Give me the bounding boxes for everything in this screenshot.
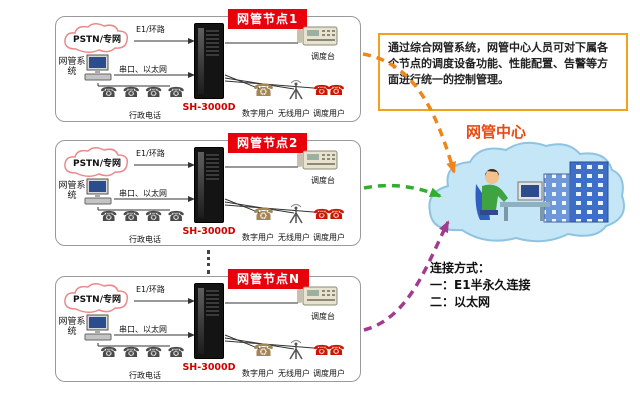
building-tall [569,161,609,223]
server-tower [194,283,224,359]
node-connector-lines [97,38,327,90]
operator-head [485,170,499,184]
console-label: 调度台 [311,176,335,185]
operator-body [482,184,508,210]
serial-ethernet-label: 串口、以太网 [119,189,167,198]
server-tower [194,23,224,99]
computer-icon [84,54,112,81]
digital-user-label: 数字用户 [242,109,274,118]
admin-phones-icons: ☎☎☎☎ [100,345,190,361]
dispatch-user-label: 调度用户 [313,233,345,242]
wireless-user-label: 无线用户 [278,369,310,378]
dispatch-user-icon: ☎☎ [313,343,345,359]
node-box-n: 网管节点N PSTN/专网 E1/环路 网管系统 串口、以太网 SH-3000D… [55,269,361,382]
digital-user-label: 数字用户 [242,369,274,378]
wireless-user-icon [289,204,303,224]
wireless-user-label: 无线用户 [278,233,310,242]
dispatch-console-icon [297,286,338,306]
dispatch-user-label: 调度用户 [313,109,345,118]
pstn-cloud: PSTN/专网 [64,283,129,313]
node-banner: 网管节点1 [228,9,308,29]
server-model-label: SH-3000D [182,226,236,237]
center-description-box: 通过综合网管系统，网管中心人员可对下属各个节点的调度设备功能、性能配置、告警等方… [378,33,628,111]
admin-phone-label: 行政电话 [129,235,161,244]
node-banner: 网管节点N [228,269,310,289]
nms-label: 网管系统 [58,181,86,201]
node-connector-lines [97,298,327,350]
digital-user-icon: ☎ [253,341,275,361]
computer-icon [84,314,112,341]
nms-label: 网管系统 [58,317,86,337]
dispatch-console-icon [297,150,338,170]
dispatch-user-label: 调度用户 [313,369,345,378]
pstn-cloud: PSTN/专网 [64,23,129,53]
node-box-2: 网管节点2 PSTN/专网 E1/环路 网管系统 串口、以太网 SH-3000D… [55,133,361,246]
digital-user-label: 数字用户 [242,233,274,242]
nodes-ellipsis [207,250,210,274]
dispatch-user-icon: ☎☎ [313,83,345,99]
e1-link-label: E1/环路 [136,25,165,34]
nms-label: 网管系统 [58,57,86,77]
pstn-cloud-label: PSTN/专网 [73,293,121,305]
wireless-user-label: 无线用户 [278,109,310,118]
node-box-1: 网管节点1 PSTN/专网 E1/环路 网管系统 串口、以太网 SH-3000D… [55,9,361,122]
dispatch-console-icon [297,26,338,46]
node-banner: 网管节点2 [228,133,308,153]
pstn-cloud-label: PSTN/专网 [73,33,121,45]
server-model-label: SH-3000D [182,102,236,113]
pstn-cloud-label: PSTN/专网 [73,157,121,169]
wireless-user-icon [289,340,303,360]
console-label: 调度台 [311,312,335,321]
legend-title: 连接方式： [430,261,491,275]
dispatch-user-icon: ☎☎ [313,207,345,223]
connection-legend: 连接方式： 一：E1半永久连接 二：以太网 [430,260,531,311]
desk [500,202,550,207]
server-model-label: SH-3000D [182,362,236,373]
e1-link-label: E1/环路 [136,285,165,294]
serial-ethernet-label: 串口、以太网 [119,65,167,74]
pstn-cloud: PSTN/专网 [64,147,129,177]
legend-item-ethernet: 二：以太网 [430,295,491,309]
console-label: 调度台 [311,52,335,61]
building-short [543,173,571,223]
digital-user-icon: ☎ [253,205,275,225]
server-tower [194,147,224,223]
center-title: 网管中心 [466,123,527,141]
admin-phones-icons: ☎☎☎☎ [100,85,190,101]
admin-phone-label: 行政电话 [129,371,161,380]
computer-icon [84,178,112,205]
admin-phones-icons: ☎☎☎☎ [100,209,190,225]
node-connector-lines [97,162,327,214]
e1-link-label: E1/环路 [136,149,165,158]
admin-phone-label: 行政电话 [129,111,161,120]
serial-ethernet-label: 串口、以太网 [119,325,167,334]
center-cloud-illustration [428,141,625,243]
wireless-user-icon [289,80,303,100]
legend-item-e1: 一：E1半永久连接 [430,278,531,292]
digital-user-icon: ☎ [253,81,275,101]
